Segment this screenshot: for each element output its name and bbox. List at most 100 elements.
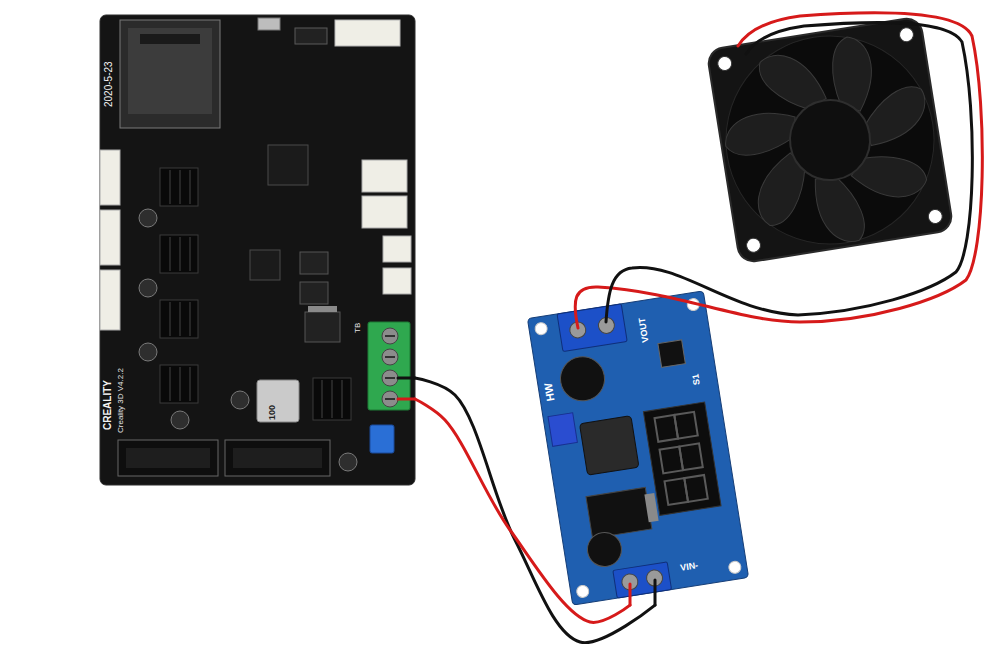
fan-hub [784,94,876,186]
fan-wire [606,23,972,322]
led-display [679,443,703,470]
white-connector [335,20,400,46]
ribbon-header [118,440,218,476]
pin-header [295,28,327,44]
cooling-fan [706,16,953,263]
wire-stub [629,584,632,605]
mounting-hole [576,585,590,599]
inductor [580,416,639,475]
buck-converter: VOUT S1HW VIN- [527,291,748,605]
potentiometer [548,413,577,447]
output-label: VOUT [637,317,651,343]
mosfet [305,312,340,342]
capacitor [139,209,357,471]
white-connector [100,150,120,205]
push-button [658,340,685,367]
capacitor [139,279,157,297]
mosfet [300,252,340,342]
maker-mark: HW [542,382,557,402]
ribbon-header [225,440,330,476]
text-holder: Creality 3D V4.2.2 [116,368,125,433]
sd-card-slot [128,28,212,114]
heatsink [322,380,342,418]
sd-card-slot [120,20,220,128]
regulator-chip [586,486,660,538]
white-connector [362,196,407,228]
mounting-hole [746,237,762,253]
heatsink [313,378,351,420]
converter-pcb [527,291,748,605]
fan-frame [706,16,953,263]
mounting-hole [898,27,914,43]
microcontroller [268,145,308,185]
text-holder: 100 [267,405,277,420]
wire-stub [398,398,415,401]
white-connector [383,268,411,294]
mounting-hole [717,27,944,254]
mosfet [300,252,328,274]
mounting-hole [927,208,943,224]
capacitor [171,411,189,429]
mosfet [300,282,328,304]
text-holder: CREALITY [102,380,114,430]
inductor-value: 100 [267,405,277,420]
capacitor [231,391,249,409]
fan-wire [575,13,982,328]
white-connector [100,150,411,330]
text-holder: VIN- [679,560,698,573]
driver-heatsink [160,168,198,206]
buck-converter-art [527,291,748,605]
mainboard: 2020-5-23CREALITYCreality 3D V4.2.2 TB 100 [100,15,415,485]
mounting-hole [534,298,741,599]
led-display [674,412,698,439]
driver-heatsink [160,300,198,338]
usb-port [258,18,280,30]
text-holder: 2020-5-23 [103,61,115,107]
output-terminal [557,304,627,352]
led-display [655,412,708,505]
fan-wire [575,13,982,328]
terminal-label: TB [353,323,362,333]
ribbon-header [118,440,330,476]
driver-heatsink [160,365,198,403]
white-connector [362,160,407,192]
board-model: Creality 3D V4.2.2 [116,368,125,433]
mounting-hole [717,56,733,72]
power-wire [415,399,630,622]
mainboard-art [100,15,415,485]
capacitor [139,209,157,227]
heatsink [313,378,351,420]
led-display [684,475,708,502]
fan-blade [723,100,799,168]
power-wire [415,378,655,643]
wire-stub [630,580,655,605]
wire-stub [398,378,415,399]
board-pcb [100,15,415,485]
mosfet [308,306,337,312]
regulator-chip [586,487,652,538]
switch-label: S1 [690,373,702,385]
ribbon-header [126,448,210,468]
driver-heatsink [170,170,190,401]
date-code: 2020-5-23 [103,61,115,107]
fan-blade [811,175,867,242]
white-connector [383,236,411,262]
brand-mark: CREALITY [102,380,114,430]
fan-blade [708,22,946,261]
text-holder: HW [542,382,557,402]
regulator-chip [644,493,658,522]
power-terminal [368,322,410,410]
driver-heatsink [160,168,198,403]
white-connector [100,270,120,330]
white-connector [100,210,120,265]
input-label: VIN- [679,560,698,573]
capacitor [339,453,357,471]
mounting-hole [728,560,742,574]
power-terminal [368,322,410,410]
chip [250,250,280,280]
text-holder: TB [353,323,362,333]
inductor [257,380,299,422]
